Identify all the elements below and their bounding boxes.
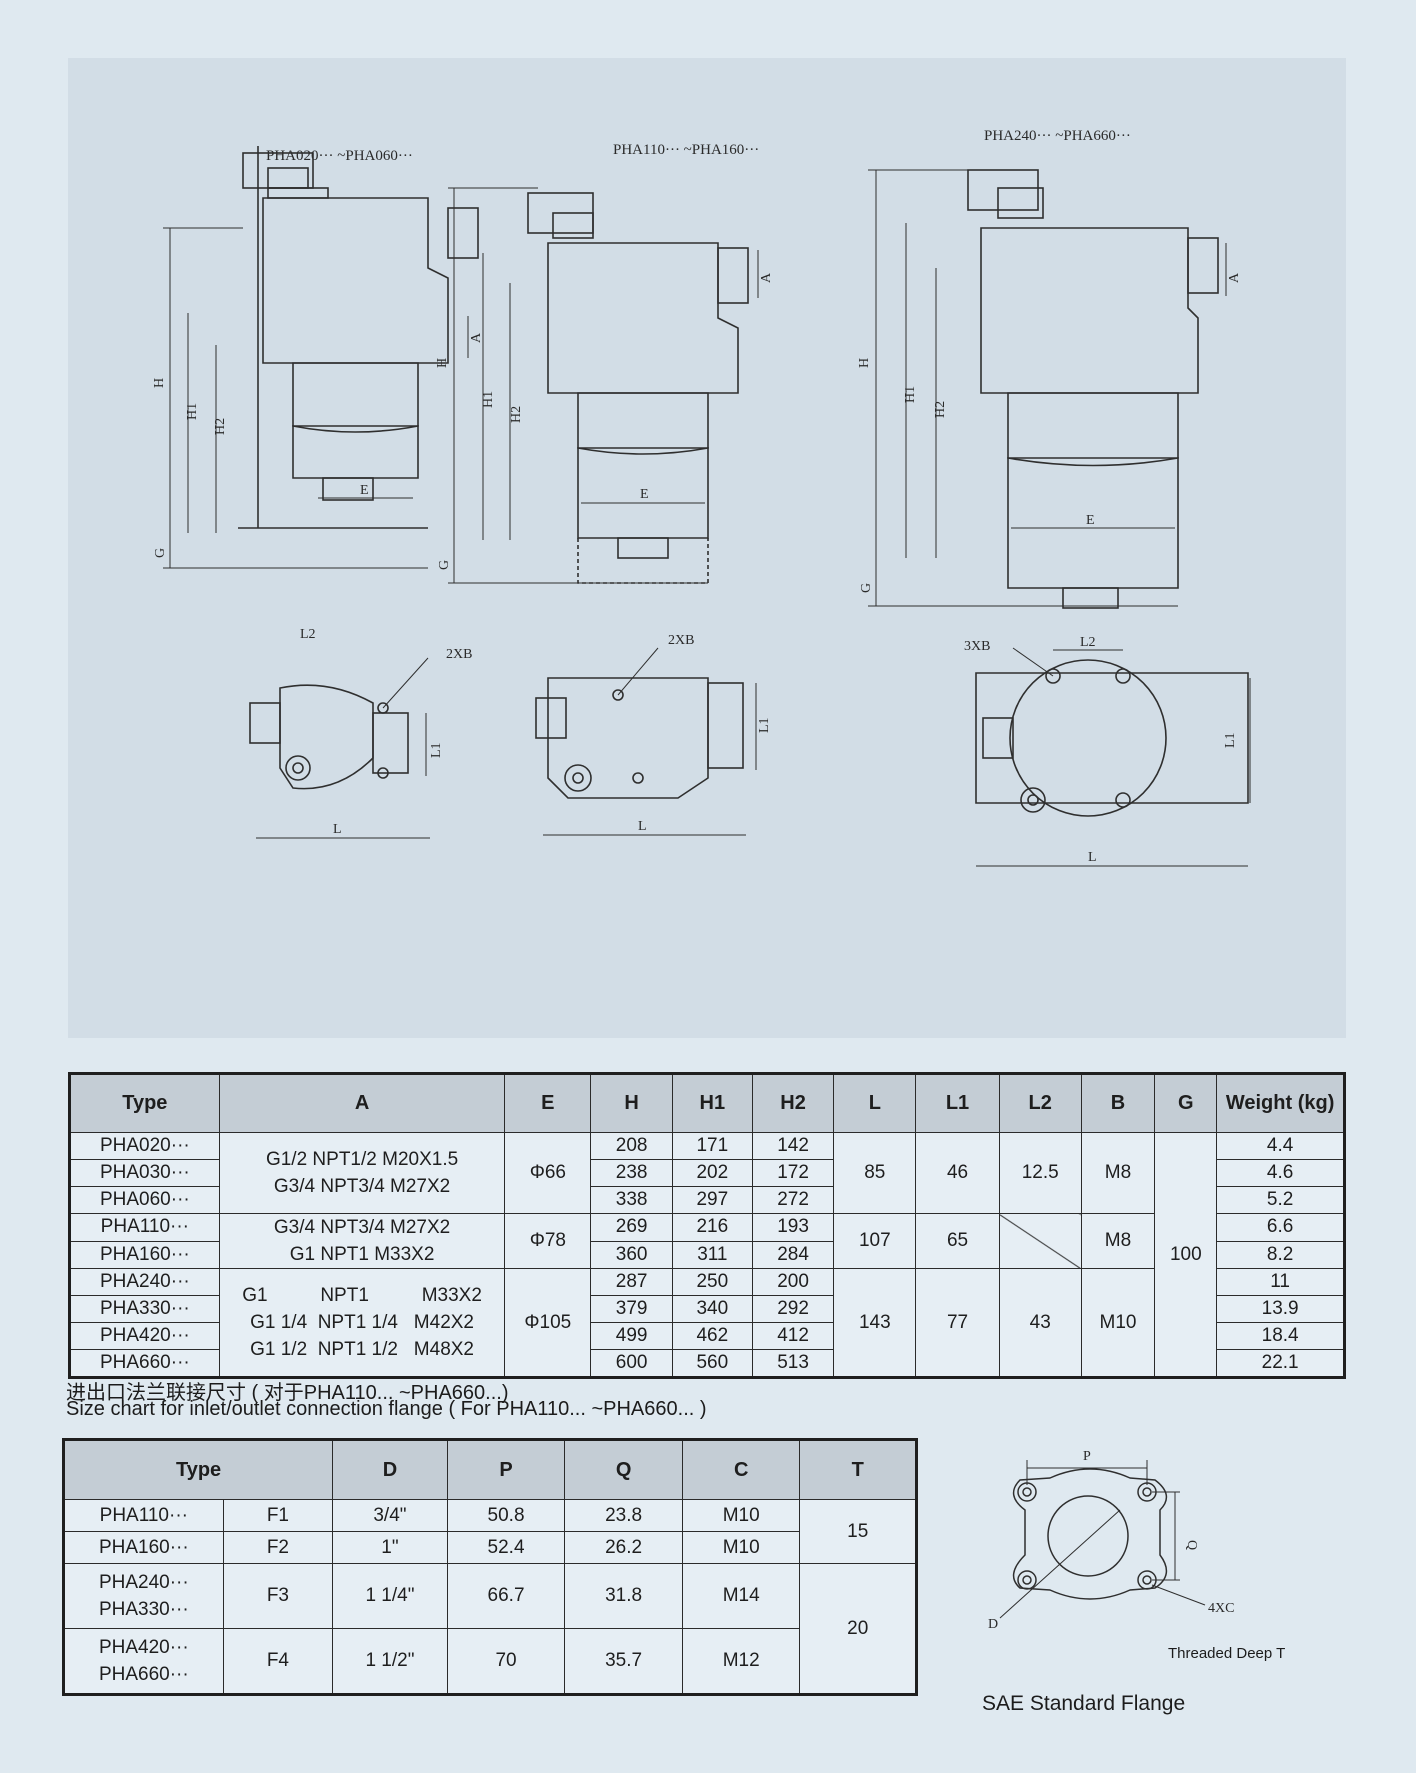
dims-top-1: [256, 657, 430, 839]
table-row: PHA330··· 379 340 292 13.9: [69, 1295, 1345, 1323]
col-h1: H1: [671, 1073, 753, 1133]
table-row: PHA020··· G1/2 NPT1/2 M20X1.5 G3/4 NPT3/…: [69, 1132, 1345, 1378]
table-row: PHA660··· 600 560 513 22.1: [69, 1349, 1345, 1378]
a-cell: G1/2 NPT1/2 M20X1.5 G3/4 NPT3/4 M27X2: [218, 1132, 506, 1214]
svg-text:L2: L2: [1080, 635, 1096, 650]
dims-top-2: [543, 647, 757, 836]
svg-text:L: L: [1088, 850, 1097, 865]
filter-front-view-2: [527, 192, 749, 584]
col-type: Type: [69, 1073, 220, 1133]
svg-text:3XB: 3XB: [964, 639, 990, 654]
col-t: T: [799, 1439, 917, 1500]
svg-text:E: E: [360, 483, 369, 498]
svg-text:D: D: [988, 1617, 998, 1632]
filter-front-view-3: [967, 169, 1219, 609]
filter-top-view-1: [249, 684, 409, 790]
col-h: H: [590, 1073, 673, 1133]
col-p: P: [446, 1439, 566, 1500]
l2-empty-cell: [998, 1213, 1082, 1269]
table-row: PHA060··· 338 297 272 5.2: [69, 1186, 1345, 1214]
caption-en: Size chart for inlet/outlet connection f…: [66, 1398, 707, 1420]
spec-header-row: Type A E H H1 H2 L L1 L2 B G Weight (kg): [69, 1073, 1345, 1133]
svg-text:L1: L1: [1223, 732, 1238, 748]
table-row: PHA110··· F1 3/4" 50.8 23.8 M10 15: [63, 1499, 917, 1564]
filter-front-view-1: [238, 146, 479, 529]
col-d: D: [332, 1439, 448, 1500]
col-c: C: [681, 1439, 801, 1500]
svg-text:E: E: [1086, 513, 1095, 528]
flange-header-row: Type D P Q C T: [62, 1439, 917, 1500]
model-label-2: PHA110··· ~PHA160···: [613, 142, 759, 158]
table-row: PHA420··· 499 462 412 18.4: [69, 1322, 1345, 1350]
col-e: E: [504, 1073, 592, 1133]
model-label-1: PHA020··· ~PHA060···: [266, 148, 413, 164]
threaded-note: Threaded Deep T: [1168, 1645, 1286, 1662]
col-l: L: [833, 1073, 917, 1133]
table-row: PHA160··· 360 311 284 8.2: [69, 1240, 1345, 1269]
dims-top-3: [976, 647, 1251, 867]
svg-text:H2: H2: [933, 401, 948, 418]
filter-top-view-2: [535, 677, 744, 799]
svg-text:H: H: [857, 358, 872, 368]
svg-text:4XC: 4XC: [1208, 1601, 1234, 1616]
svg-text:G: G: [859, 583, 874, 593]
col-l1: L1: [915, 1073, 1000, 1133]
model-label-3: PHA240··· ~PHA660···: [984, 128, 1131, 144]
svg-text:H2: H2: [509, 406, 524, 423]
col-b: B: [1080, 1073, 1156, 1133]
table-row: PHA110··· G3/4 NPT3/4 M27X2 G1 NPT1 M33X…: [69, 1213, 1345, 1269]
dims-view-1: [163, 227, 469, 569]
drawing-panel: PHA020··· ~PHA060··· PHA110··· ~PHA160··…: [68, 58, 1346, 1038]
filter-top-view-3: [975, 659, 1249, 817]
svg-text:E: E: [640, 487, 649, 502]
svg-text:H1: H1: [185, 403, 200, 420]
svg-text:H2: H2: [213, 418, 228, 435]
svg-text:G: G: [153, 548, 168, 558]
col-q: Q: [564, 1439, 683, 1500]
g-cell: 100: [1154, 1132, 1218, 1378]
col-type: Type: [62, 1439, 334, 1500]
svg-text:H1: H1: [903, 386, 918, 403]
col-weight: Weight (kg): [1216, 1073, 1345, 1133]
svg-text:G: G: [437, 560, 452, 570]
col-a: A: [218, 1073, 506, 1133]
svg-text:L1: L1: [429, 742, 444, 758]
sae-flange-drawing: P Q D 4XC: [988, 1449, 1234, 1632]
svg-text:L: L: [333, 822, 342, 837]
table-row: PHA420··· PHA660··· F4 1 1/2" 70 35.7 M1…: [63, 1628, 917, 1695]
svg-text:A: A: [759, 272, 774, 283]
table-row: PHA240··· G1 NPT1 M33X2 G1 1/4 NPT1 1/4 …: [69, 1268, 1345, 1378]
col-h2: H2: [751, 1073, 835, 1133]
col-g: G: [1154, 1073, 1218, 1133]
a-cell: G3/4 NPT3/4 M27X2 G1 NPT1 M33X2: [218, 1213, 506, 1269]
caption-cn: 进出口法兰联接尺寸 ( 对于PHA110... ~PHA660...): [66, 1382, 509, 1404]
svg-text:2XB: 2XB: [668, 633, 694, 648]
flange-title: SAE Standard Flange: [982, 1692, 1186, 1715]
spec-table: Type A E H H1 H2 L L1 L2 B G Weight (kg)…: [68, 1072, 1346, 1379]
svg-text:H: H: [152, 378, 167, 388]
svg-text:L2: L2: [300, 627, 316, 642]
table-row: PHA240··· PHA330··· F3 1 1/4" 66.7 31.8 …: [63, 1563, 917, 1695]
svg-text:2XB: 2XB: [446, 647, 472, 662]
svg-text:L1: L1: [757, 717, 772, 733]
flange-table: Type D P Q C T PHA110··· F1 3/4" 50.8 23…: [62, 1438, 918, 1696]
svg-text:H: H: [435, 358, 450, 368]
svg-text:Q: Q: [1184, 1540, 1199, 1550]
dims-view-2: [448, 187, 759, 584]
table-row: PHA160··· F2 1" 52.4 26.2 M10: [63, 1531, 917, 1564]
svg-text:L: L: [638, 819, 647, 834]
filter-drawings: PHA020··· ~PHA060··· PHA110··· ~PHA160··…: [152, 128, 1251, 867]
dims-view-3: [868, 169, 1227, 607]
svg-text:A: A: [469, 332, 484, 343]
svg-text:A: A: [1227, 272, 1242, 283]
svg-text:P: P: [1083, 1449, 1091, 1464]
col-l2: L2: [998, 1073, 1082, 1133]
svg-text:H1: H1: [481, 391, 496, 408]
a-cell: G1 NPT1 M33X2 G1 1/4 NPT1 1/4 M42X2 G1 1…: [218, 1268, 506, 1378]
